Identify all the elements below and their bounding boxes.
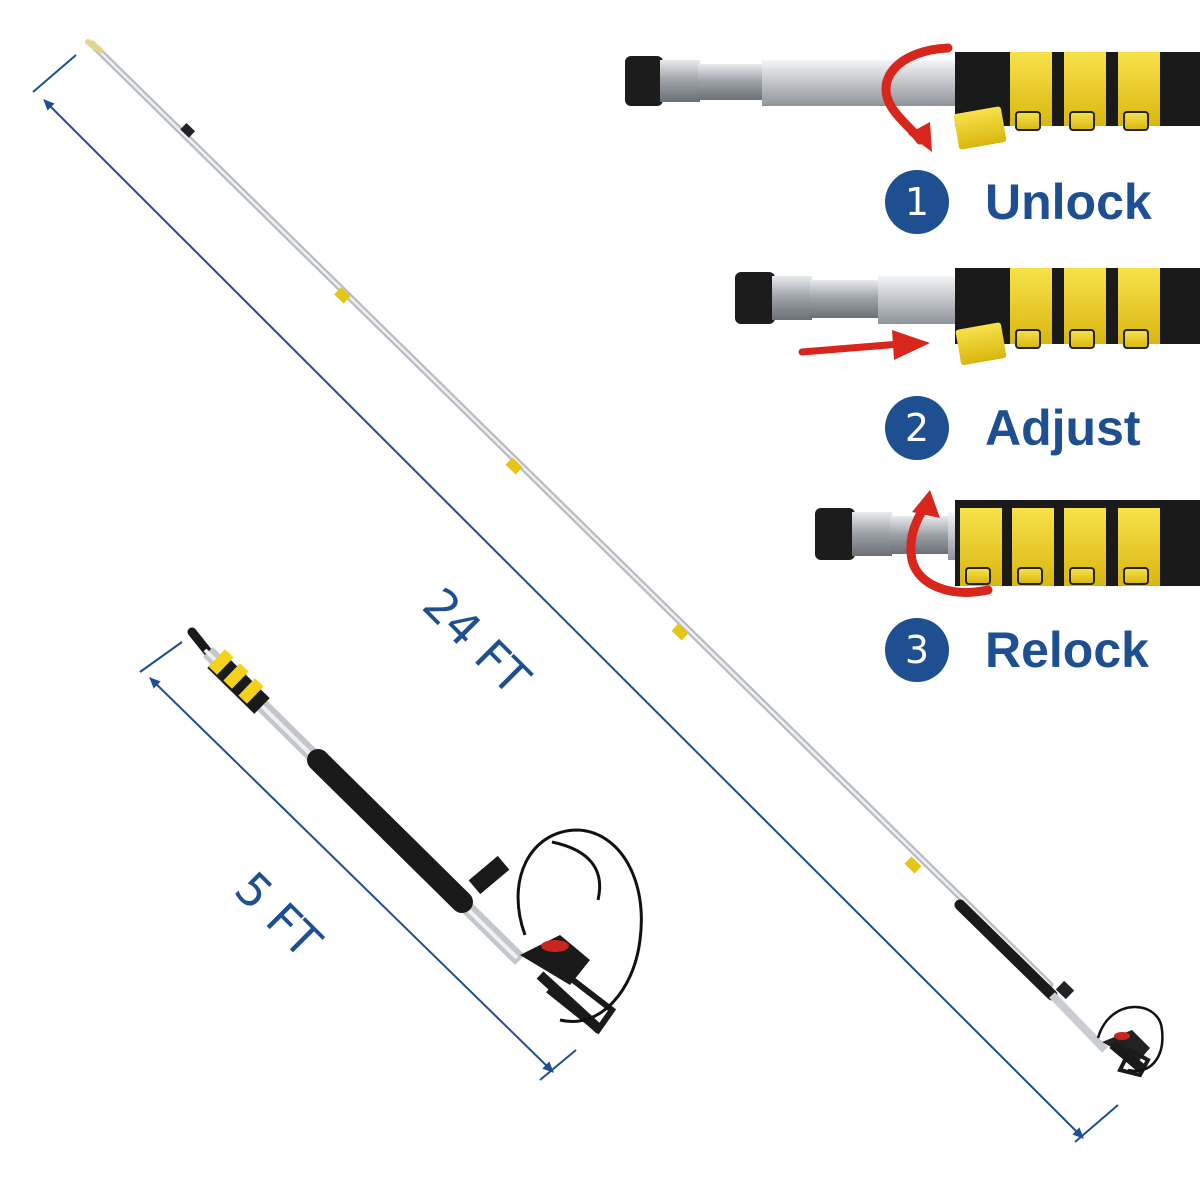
- long-pole-grip: [954, 899, 1058, 1001]
- short-dimension-line: [139, 641, 577, 1081]
- right-arrow: [798, 330, 930, 360]
- step-2-badge: 2: [885, 396, 949, 460]
- curved-down-arrow: [881, 43, 953, 145]
- step-2-label: Adjust: [985, 400, 1141, 456]
- step-3-closeup: [815, 490, 1200, 597]
- step-3-badge: 3: [885, 618, 949, 682]
- short-pole-grip: [307, 749, 473, 913]
- step-1-badge: 1: [885, 170, 949, 234]
- step-3-label: Relock: [985, 622, 1149, 678]
- step-1-open-clip: [953, 106, 1007, 150]
- long-pole-hose: [1096, 1005, 1164, 1073]
- short-pole-hose: [516, 828, 643, 1023]
- curved-up-arrow: [906, 503, 993, 597]
- step-1-closeup: [625, 43, 1200, 152]
- short-pole: [187, 627, 643, 1035]
- long-dimension-line: [32, 54, 1119, 1143]
- short-pole-side-handle: [468, 855, 510, 895]
- step-2-closeup: [735, 268, 1200, 366]
- long-pole-tip: [85, 39, 103, 53]
- step-1-label: Unlock: [985, 174, 1152, 230]
- long-pole-trigger-gun: [1102, 1030, 1151, 1078]
